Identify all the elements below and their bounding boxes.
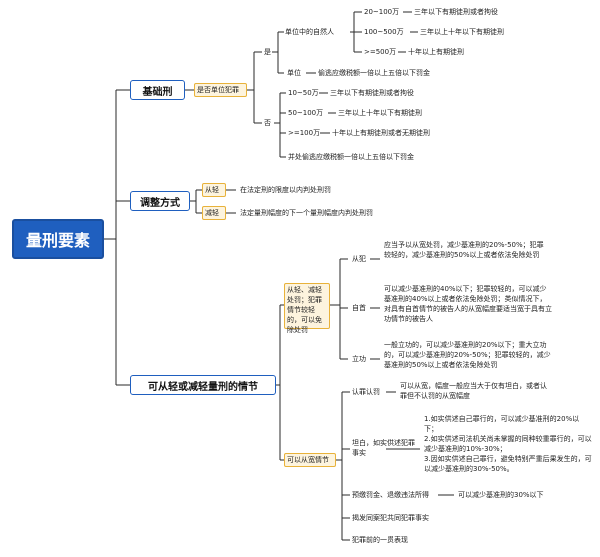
- node-optional-mitigation: 可以从宽情节: [284, 453, 336, 467]
- label-penalty-2: 三年以上十年以下有期徒刑: [420, 28, 504, 36]
- label-merit-desc: 一般立功的，可以减少基准刑的20%以下；重大立功的，可以减少基准刑的20%-50…: [384, 341, 551, 369]
- label-confess-desc: 1.如实供述自己罪行的，可以减少基准刑的20%以下； 2.如实供述司法机关尚未掌…: [424, 415, 592, 473]
- node-reduce: 减轻: [202, 206, 226, 220]
- label-repay-desc: 可以减少基准刑的30%以下: [458, 491, 544, 499]
- mandatory-mitigation-label: 从轻、减轻处罚；犯罪情节较轻的，可以免除处罚: [287, 286, 322, 334]
- label-plead-desc: 可以从宽，幅度一般应当大于仅有坦白，或者认罪但不认罚的从宽幅度: [400, 382, 547, 400]
- label-penalty-3: 十年以上有期徒刑: [408, 48, 464, 56]
- root-title: 量刑要素: [25, 231, 90, 250]
- label-amount-6: >=100万: [288, 129, 321, 137]
- label-no: 否: [264, 119, 271, 127]
- label-merit: 立功: [352, 355, 366, 363]
- label-accomplice-desc: 应当予以从宽处罚，减少基准刑的20%-50%；犯罪较轻的，减少基准刑的50%以上…: [384, 241, 544, 259]
- root-node: 量刑要素: [12, 219, 104, 259]
- adjust-title: 调整方式: [140, 197, 180, 209]
- optional-mitigation-label: 可以从宽情节: [287, 456, 329, 464]
- label-amount-3: >=500万: [364, 48, 397, 56]
- node-adjust-method: 调整方式: [130, 191, 190, 211]
- node-mitigating-circumstances: 可从轻或减轻量刑的情节: [130, 375, 276, 395]
- label-plead: 认罪认罚: [352, 388, 380, 396]
- label-accomplice: 从犯: [352, 255, 366, 263]
- label-report: 揭发同案犯共同犯罪事实: [352, 514, 429, 522]
- node-mandatory-mitigation: 从轻、减轻处罚；犯罪情节较轻的，可以免除处罚: [284, 283, 330, 334]
- label-reduce-desc: 法定量刑幅度的下一个量刑幅度内判处刑罚: [240, 209, 373, 217]
- label-amount-5: 50~100万: [288, 109, 324, 117]
- label-surrender-desc: 可以减少基准刑的40%以下；犯罪较轻的，可以减少基准刑的40%以上或者依法免除处…: [384, 285, 552, 323]
- label-natural-person: 单位中的自然人: [285, 28, 334, 36]
- label-yes: 是: [264, 48, 271, 56]
- label-surrender: 自首: [352, 304, 366, 312]
- label-amount-1: 20~100万: [364, 8, 400, 16]
- label-repay: 预缴罚金、退缴违法所得: [352, 491, 429, 499]
- unit-crime-label: 是否单位犯罪: [197, 86, 239, 94]
- node-unit-crime: 是否单位犯罪: [194, 83, 247, 97]
- label-amount-2: 100~500万: [364, 28, 404, 36]
- circumstances-title: 可从轻或减轻量刑的情节: [148, 381, 258, 393]
- label-penalty-6: 十年以上有期徒刑或者无期徒刑: [332, 129, 430, 137]
- label-lighter-desc: 在法定刑的限度以内判处刑罚: [240, 186, 331, 194]
- label-unit-fine: 偷逃应缴税额一倍以上五倍以下罚金: [318, 69, 430, 77]
- label-penalty-5: 三年以上十年以下有期徒刑: [338, 109, 422, 117]
- label-fine-no: 并处偷逃应缴税额一倍以上五倍以下罚金: [288, 153, 414, 161]
- label-confess: 坦白，如实供述犯罪事实: [352, 439, 415, 457]
- label-penalty-4: 三年以下有期徒刑或者拘役: [330, 89, 414, 97]
- node-lighter: 从轻: [202, 183, 226, 197]
- label-amount-4: 10~50万: [288, 89, 319, 97]
- lighter-label: 从轻: [205, 186, 219, 194]
- label-penalty-1: 三年以下有期徒刑或者拘役: [414, 8, 498, 16]
- reduce-label: 减轻: [205, 209, 219, 217]
- basic-title: 基础刑: [142, 86, 173, 98]
- node-basic-penalty: 基础刑: [130, 80, 185, 100]
- label-prior: 犯罪前的一贯表现: [352, 536, 408, 544]
- label-unit: 单位: [287, 69, 301, 77]
